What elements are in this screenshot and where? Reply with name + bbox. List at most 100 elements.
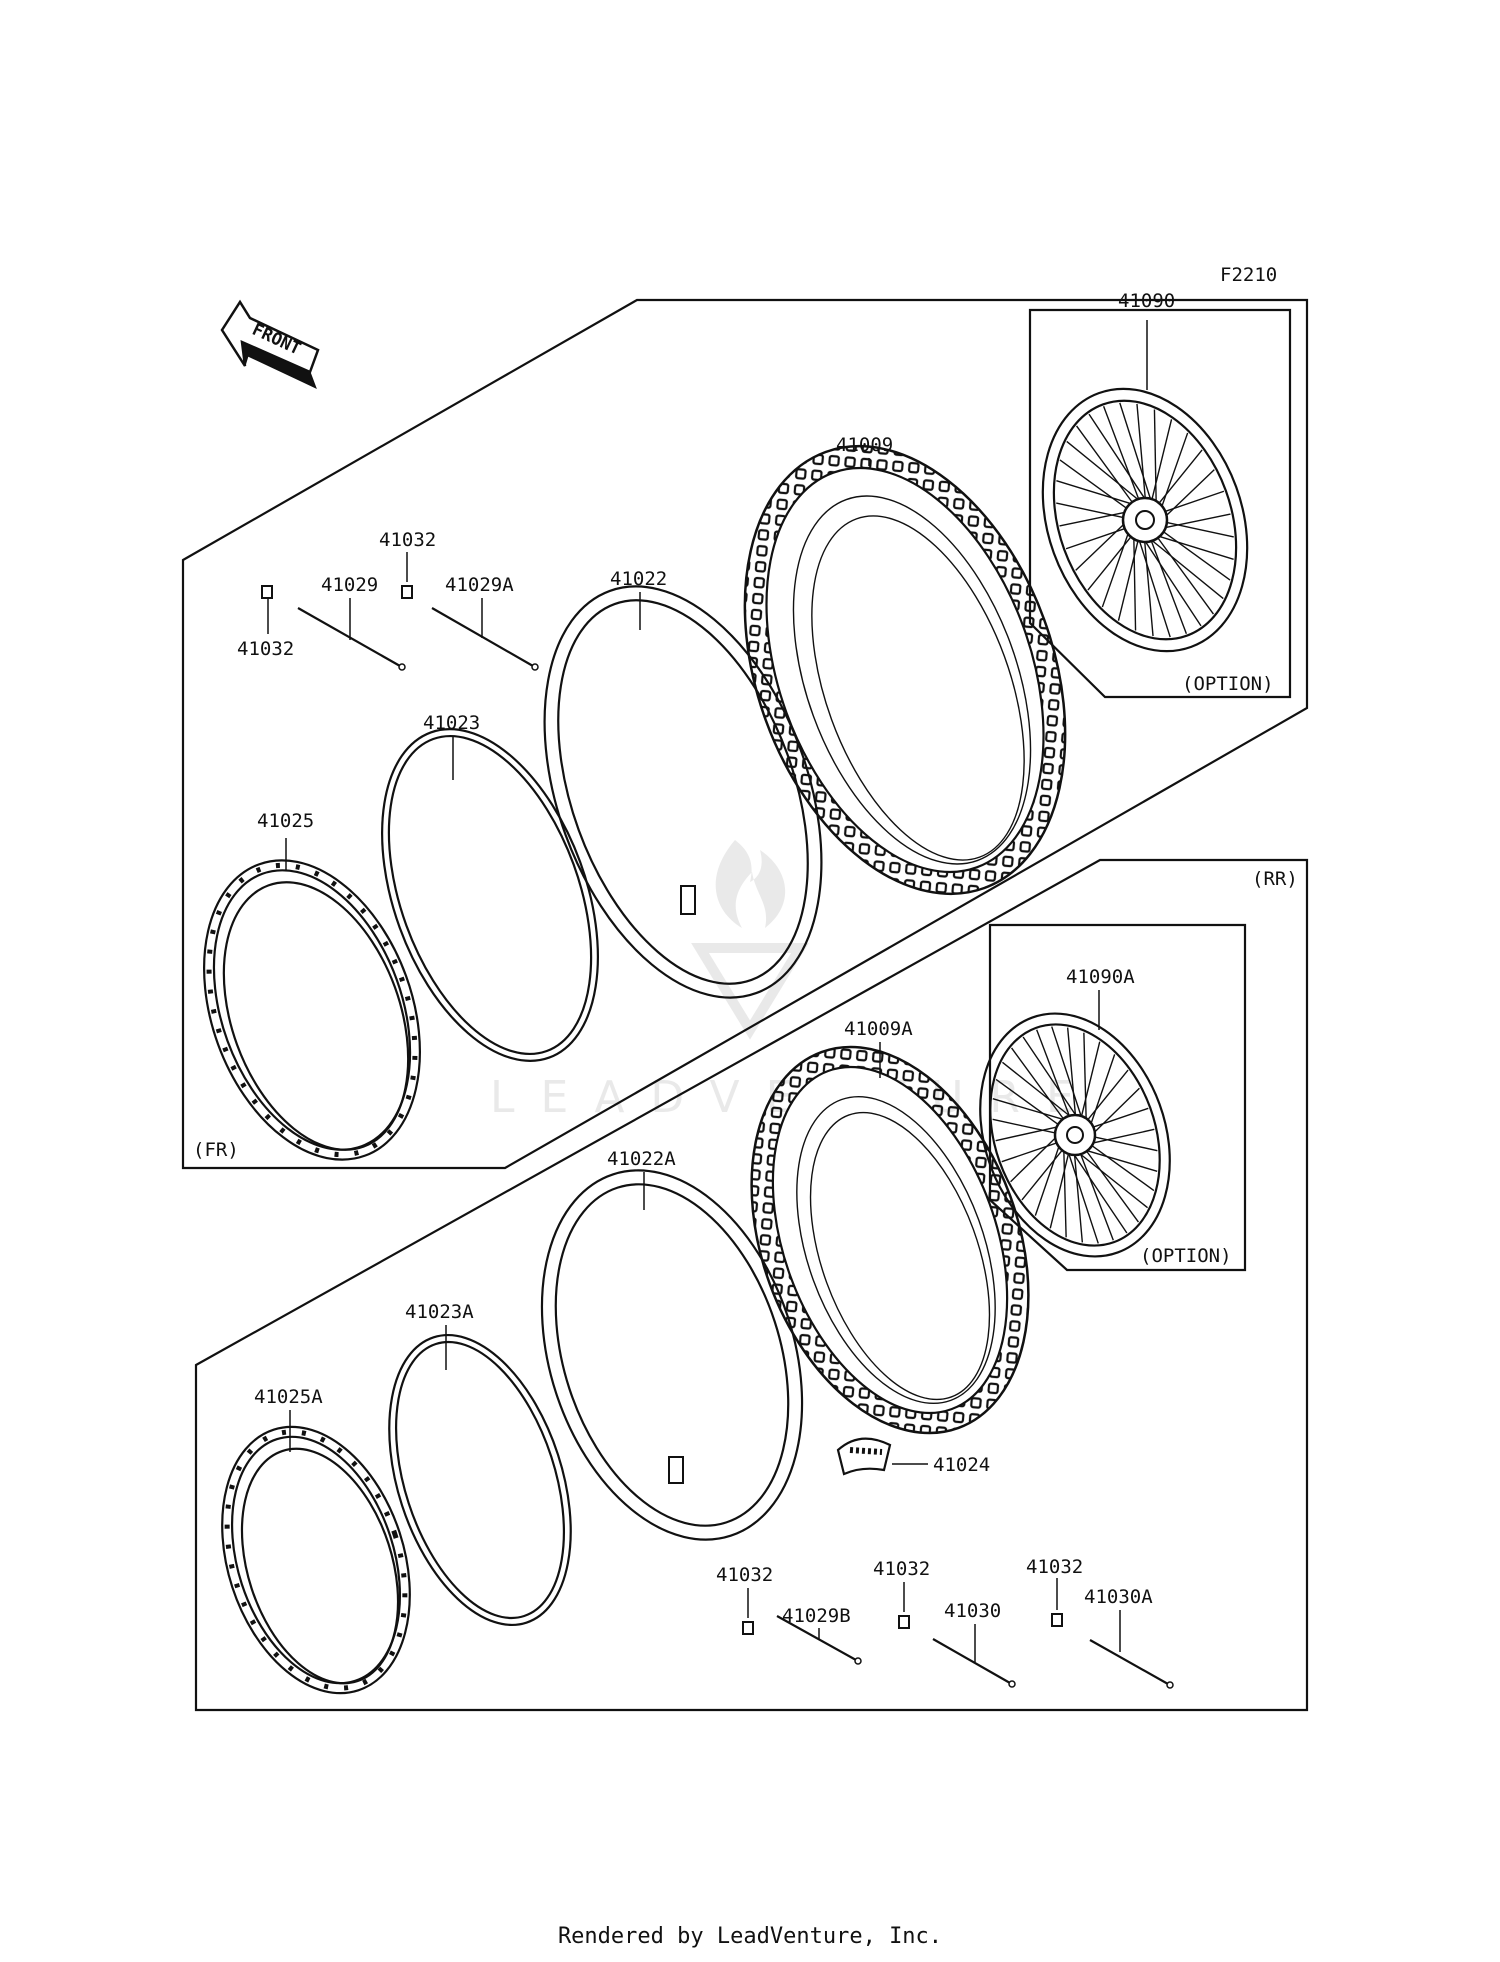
spoke-line (1157, 490, 1225, 515)
front-wheel-assembly (1041, 387, 1249, 653)
part-41032-d-label: 41032 (873, 1558, 930, 1580)
part-41032-c-label: 41032 (716, 1564, 773, 1586)
spoke-line (1150, 419, 1173, 504)
part-41023A-label: 41023A (405, 1301, 474, 1323)
front-valve-icon (680, 885, 696, 915)
spoke-line (1156, 513, 1231, 531)
part-41025-label: 41025 (257, 810, 314, 832)
spoke-line (1075, 516, 1132, 571)
front-option-box (1028, 308, 1292, 699)
spoke-line (1079, 1151, 1114, 1241)
spoke-line (1087, 1142, 1155, 1192)
spoke-line (1153, 533, 1234, 560)
spoke-line (1157, 527, 1231, 581)
part-41090A-label: 41090A (1066, 966, 1135, 988)
spoke-line (1088, 1087, 1140, 1139)
spoke-line (1051, 1026, 1083, 1120)
front-rim (203, 859, 421, 1161)
front-section-outline (181, 298, 1309, 1170)
spoke-line (1065, 525, 1133, 550)
spoke-line (1021, 1146, 1066, 1201)
spoke-line (1066, 1027, 1077, 1118)
spoke-line (1117, 536, 1140, 621)
spoke-line (1056, 480, 1137, 507)
rear-tube (540, 1169, 804, 1541)
spoke-line (1001, 1140, 1063, 1163)
front-tire (743, 444, 1067, 896)
spoke-line (1088, 1135, 1158, 1152)
spoke-line (1142, 537, 1202, 627)
rear-nipple-d-icon (898, 1615, 910, 1629)
front-spoke-41029 (297, 607, 406, 671)
spoke-line (1086, 1128, 1155, 1146)
front-nipple-a-icon (401, 585, 413, 599)
part-41022A-label: 41022A (607, 1148, 676, 1170)
figure-code: F2210 (1220, 264, 1277, 286)
spoke-line (1001, 1061, 1073, 1119)
part-41024-label: 41024 (933, 1454, 990, 1476)
part-41032-e-label: 41032 (1026, 1556, 1083, 1578)
part-41009-label: 41009 (836, 434, 893, 456)
rear-wheel-assembly (979, 1012, 1171, 1258)
rear-tire (750, 1045, 1030, 1435)
spoke-line (1158, 520, 1234, 538)
spoke-line (992, 1098, 1067, 1122)
rear-spoke-41030 (932, 1638, 1016, 1688)
rear-nipple-c-icon (742, 1621, 754, 1635)
spoke-line (1101, 524, 1133, 608)
part-41022-label: 41022 (610, 568, 667, 590)
spoke-line (1149, 536, 1188, 634)
spoke-line (992, 1118, 1062, 1135)
spoke-line (1067, 1150, 1099, 1244)
spoke-line (1087, 1054, 1116, 1131)
part-41090-label: 41090 (1118, 290, 1175, 312)
footer-credit: Rendered by LeadVenture, Inc. (557, 1924, 943, 1949)
spoke-line (1153, 532, 1215, 615)
rear-rim-band (388, 1334, 572, 1626)
rear-nipple-e-icon (1051, 1613, 1063, 1627)
spoke-line (1084, 1069, 1129, 1124)
front-arrow-icon: FRONT (220, 299, 320, 389)
spoke-line (1010, 1131, 1062, 1183)
rear-option-label: (OPTION) (1140, 1245, 1232, 1267)
spoke-line (1080, 1041, 1101, 1119)
spoke-line (995, 1124, 1064, 1142)
rear-section-outline (194, 858, 1309, 1712)
front-tube (543, 585, 823, 999)
rear-spoke-41029B (776, 1615, 862, 1665)
part-41032-b-label: 41032 (237, 638, 294, 660)
part-41030A-label: 41030A (1084, 1586, 1153, 1608)
spoke-line (1136, 403, 1147, 503)
front-nipple-b-icon (261, 585, 273, 599)
part-41029A-label: 41029A (445, 574, 514, 596)
spoke-line (1059, 459, 1133, 513)
part-41009A-label: 41009A (844, 1018, 913, 1040)
spoke-line (1073, 1152, 1084, 1243)
part-41030-label: 41030 (944, 1600, 1001, 1622)
spoke-line (1066, 440, 1143, 504)
spoke-line (1010, 1047, 1067, 1123)
spoke-line (1049, 1151, 1070, 1229)
spoke-line (1072, 1152, 1128, 1234)
spoke-line (995, 1078, 1063, 1128)
spoke-line (1102, 406, 1141, 504)
spoke-line (1119, 402, 1153, 505)
part-41029-label: 41029 (321, 574, 378, 596)
spoke-line (1088, 413, 1148, 503)
spoke-line (1143, 537, 1154, 637)
spoke-line (1154, 449, 1203, 509)
spoke-line (1157, 432, 1189, 516)
front-section-label: (FR) (193, 1139, 239, 1161)
spoke-line (1022, 1036, 1078, 1118)
rear-spoke-41030A (1089, 1639, 1174, 1689)
spoke-line (1056, 502, 1132, 520)
spoke-line (1059, 509, 1134, 527)
spoke-line (1083, 1148, 1158, 1172)
spoke-line (1083, 1147, 1140, 1223)
rear-section-label: (RR) (1252, 868, 1298, 890)
front-option-label: (OPTION) (1182, 673, 1274, 695)
spoke-line (1077, 1151, 1149, 1209)
part-41025A-label: 41025A (254, 1386, 323, 1408)
rear-rim-lock-icon (836, 1437, 892, 1476)
